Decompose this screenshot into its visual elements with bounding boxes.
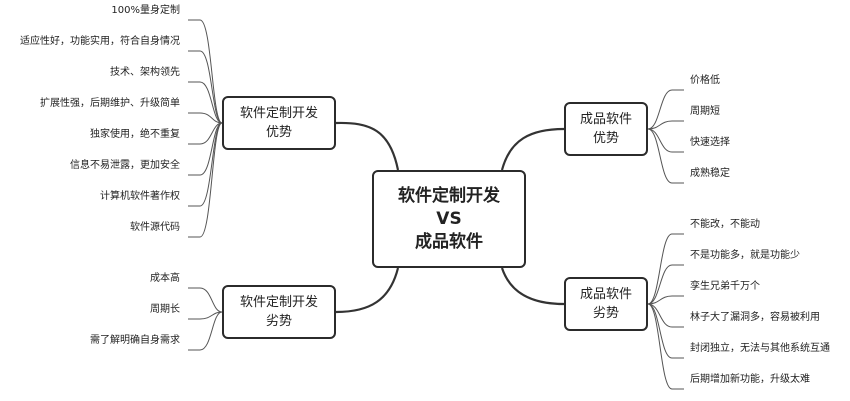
leaf-topic[interactable]: 不是功能多，就是功能少 — [690, 250, 800, 261]
leaf-topic[interactable]: 周期长 — [150, 304, 180, 315]
connector-custom-disadvantages — [335, 267, 400, 314]
leaf-topic[interactable]: 需了解明确自身需求 — [90, 335, 180, 346]
central-topic-line1: 软件定制开发 — [398, 185, 500, 206]
leaf-topic[interactable]: 扩展性强，后期维护、升级简单 — [40, 98, 180, 109]
leaf-topic[interactable]: 软件源代码 — [130, 222, 180, 233]
central-topic[interactable]: 软件定制开发 VS 成品软件 — [372, 170, 526, 268]
branch-custom-advantages[interactable]: 软件定制开发 优势 — [222, 96, 336, 150]
leaf-connector — [188, 311, 223, 320]
connector-custom-advantages — [335, 121, 400, 171]
leaf-topic[interactable]: 周期短 — [690, 106, 720, 117]
leaf-connector — [188, 112, 223, 124]
branch-product-disadvantages-line1: 成品软件 — [579, 287, 632, 302]
leaf-connector — [647, 233, 684, 305]
central-topic-line3: 成品软件 — [415, 231, 483, 252]
leaf-topic[interactable]: 不能改，不能动 — [690, 219, 760, 230]
leaf-connector — [188, 311, 223, 351]
connector-product-advantages — [500, 127, 565, 171]
leaf-topic[interactable]: 孪生兄弟千万个 — [690, 281, 760, 292]
leaf-topic[interactable]: 100%量身定制 — [111, 5, 180, 16]
leaf-connector — [647, 295, 684, 305]
leaf-topic[interactable]: 技术、架构领先 — [110, 67, 180, 78]
leaf-connector — [647, 303, 684, 359]
leaf-topic[interactable]: 独家使用，绝不重复 — [90, 129, 180, 140]
branch-product-advantages[interactable]: 成品软件 优势 — [564, 102, 648, 156]
branch-product-advantages-line2: 优势 — [592, 131, 619, 146]
central-topic-line2: VS — [436, 208, 462, 229]
leaf-connector — [647, 303, 684, 390]
leaf-topic[interactable]: 快速选择 — [690, 137, 730, 148]
branch-custom-disadvantages-line2: 劣势 — [265, 314, 292, 329]
branch-product-disadvantages-line2: 劣势 — [592, 306, 619, 321]
leaf-connector — [647, 264, 684, 305]
leaf-topic[interactable]: 林子大了漏洞多，容易被利用 — [690, 312, 820, 323]
branch-custom-advantages-line2: 优势 — [265, 125, 292, 140]
branch-custom-disadvantages[interactable]: 软件定制开发 劣势 — [222, 285, 336, 339]
leaf-topic[interactable]: 价格低 — [690, 75, 720, 86]
leaf-topic[interactable]: 后期增加新功能，升级太难 — [690, 374, 810, 385]
branch-custom-advantages-line1: 软件定制开发 — [239, 106, 318, 121]
leaf-topic[interactable]: 信息不易泄露，更加安全 — [70, 160, 180, 171]
leaf-connector — [647, 128, 684, 184]
leaf-connector — [188, 287, 223, 313]
branch-custom-disadvantages-line1: 软件定制开发 — [239, 295, 318, 310]
leaf-connector — [188, 122, 223, 176]
connector-product-disadvantages — [500, 267, 565, 306]
leaf-topic[interactable]: 成熟稳定 — [690, 168, 730, 179]
leaf-connector — [188, 122, 223, 145]
leaf-connector — [647, 128, 684, 153]
leaf-topic[interactable]: 成本高 — [150, 273, 180, 284]
leaf-connector — [647, 303, 684, 328]
leaf-connector — [647, 89, 684, 130]
leaf-connector — [188, 122, 223, 238]
leaf-topic[interactable]: 计算机软件著作权 — [100, 191, 180, 202]
branch-product-disadvantages[interactable]: 成品软件 劣势 — [564, 277, 648, 331]
leaf-connector — [188, 19, 223, 124]
leaf-topic[interactable]: 适应性好，功能实用，符合自身情况 — [20, 36, 180, 47]
leaf-connector — [188, 50, 223, 124]
leaf-connector — [647, 120, 684, 130]
leaf-connector — [188, 81, 223, 124]
branch-product-advantages-line1: 成品软件 — [579, 112, 632, 127]
leaf-topic[interactable]: 封闭独立，无法与其他系统互通 — [690, 343, 830, 354]
